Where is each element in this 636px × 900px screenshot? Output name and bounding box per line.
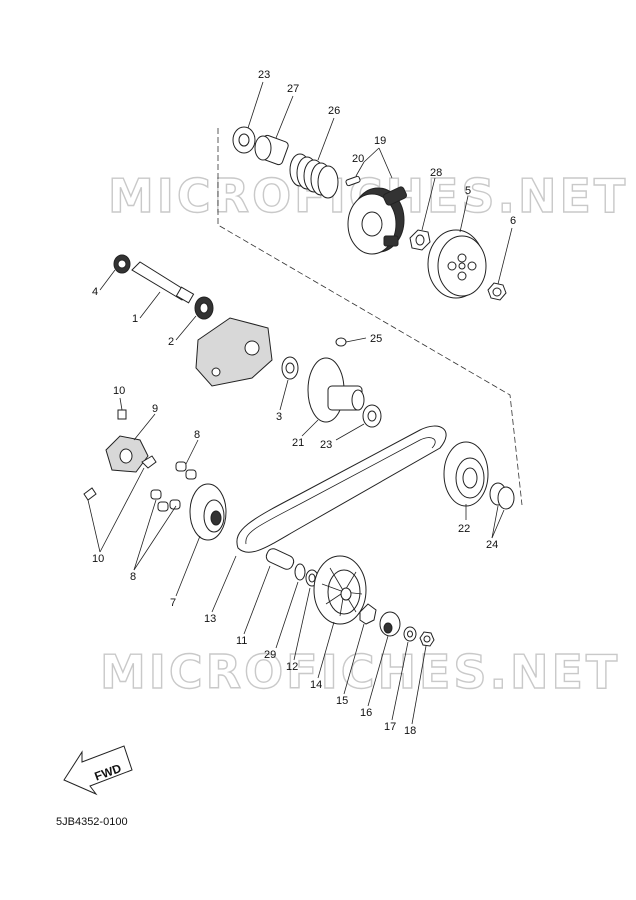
label-22: 22 [458, 523, 470, 535]
label-11: 11 [236, 635, 247, 647]
part-22-secondary-sheave-icon [443, 441, 489, 507]
label-8-top: 8 [194, 429, 200, 441]
label-26: 26 [328, 105, 340, 117]
label-10-bottom: 10 [92, 553, 104, 565]
part-16-ratchet-icon [379, 611, 401, 637]
label-28: 28 [430, 167, 442, 179]
label-7: 7 [170, 597, 176, 609]
part-1-shaft-icon [131, 261, 195, 304]
label-20: 20 [352, 153, 364, 165]
label-3: 3 [276, 411, 282, 423]
part-9-cam-icon [105, 435, 149, 473]
fwd-arrow-icon: FWD [63, 745, 133, 796]
part-6-nut-icon [487, 282, 507, 301]
part-15-washer-icon [359, 603, 377, 625]
part-17-washer-icon [403, 626, 417, 642]
label-15: 15 [336, 695, 348, 707]
part-23-seal-icon [362, 404, 382, 428]
label-6: 6 [510, 215, 516, 227]
part-29-washer-icon [294, 563, 306, 581]
part-21-sheave-icon [307, 357, 365, 423]
label-1: 1 [132, 313, 138, 325]
label-23-top: 23 [258, 69, 270, 81]
part-24-o-ring-icon [489, 482, 515, 510]
part-3-washer-icon [281, 356, 299, 380]
label-18: 18 [404, 725, 416, 737]
part-26-spring-icon [289, 153, 339, 199]
label-16: 16 [360, 707, 372, 719]
gear-case-icon [195, 317, 273, 387]
label-5: 5 [465, 185, 471, 197]
part-5-clutch-housing-icon [427, 229, 487, 299]
part-23-washer-icon [232, 126, 256, 154]
label-10-top: 10 [113, 385, 125, 397]
label-8-bottom: 8 [130, 571, 136, 583]
label-24: 24 [486, 539, 498, 551]
part-4-bearing-icon [113, 254, 131, 274]
part-10-slider-b-icon [83, 455, 157, 501]
part-13-belt-icon [236, 425, 447, 553]
diagram-code: 5JB4352-0100 [56, 816, 128, 828]
label-13: 13 [204, 613, 216, 625]
part-10-slider-icon [117, 409, 127, 420]
part-18-nut-icon [419, 631, 435, 647]
part-11-collar-icon [265, 548, 295, 570]
part-labels: 23 27 26 19 20 28 5 6 4 1 2 25 3 21 23 1… [92, 69, 516, 737]
label-4: 4 [92, 286, 98, 298]
label-12: 12 [286, 661, 298, 673]
part-28-nut-icon [409, 229, 431, 251]
label-17: 17 [384, 721, 396, 733]
part-25-screw-icon [335, 337, 347, 347]
part-27-collar-icon [254, 134, 289, 166]
label-19: 19 [374, 135, 386, 147]
part-7-movable-sheave-icon [189, 483, 227, 541]
label-27: 27 [287, 83, 299, 95]
label-25: 25 [370, 333, 382, 345]
label-2: 2 [168, 336, 174, 348]
label-9: 9 [152, 403, 158, 415]
assembly-outline [217, 128, 523, 506]
part-2-bearing-icon [194, 296, 214, 320]
part-14-fan-sheave-icon [313, 555, 367, 625]
label-29: 29 [264, 649, 276, 661]
part-19-clutch-icon [347, 186, 408, 255]
label-14: 14 [310, 679, 322, 691]
label-23-mid: 23 [320, 439, 332, 451]
watermark-bottom: MICROFICHES.NET [100, 645, 620, 699]
label-21: 21 [292, 437, 304, 449]
leader-lines [87, 81, 513, 725]
part-8-weight-rollers-icon [150, 461, 197, 512]
part-20-pin-icon [345, 175, 361, 187]
